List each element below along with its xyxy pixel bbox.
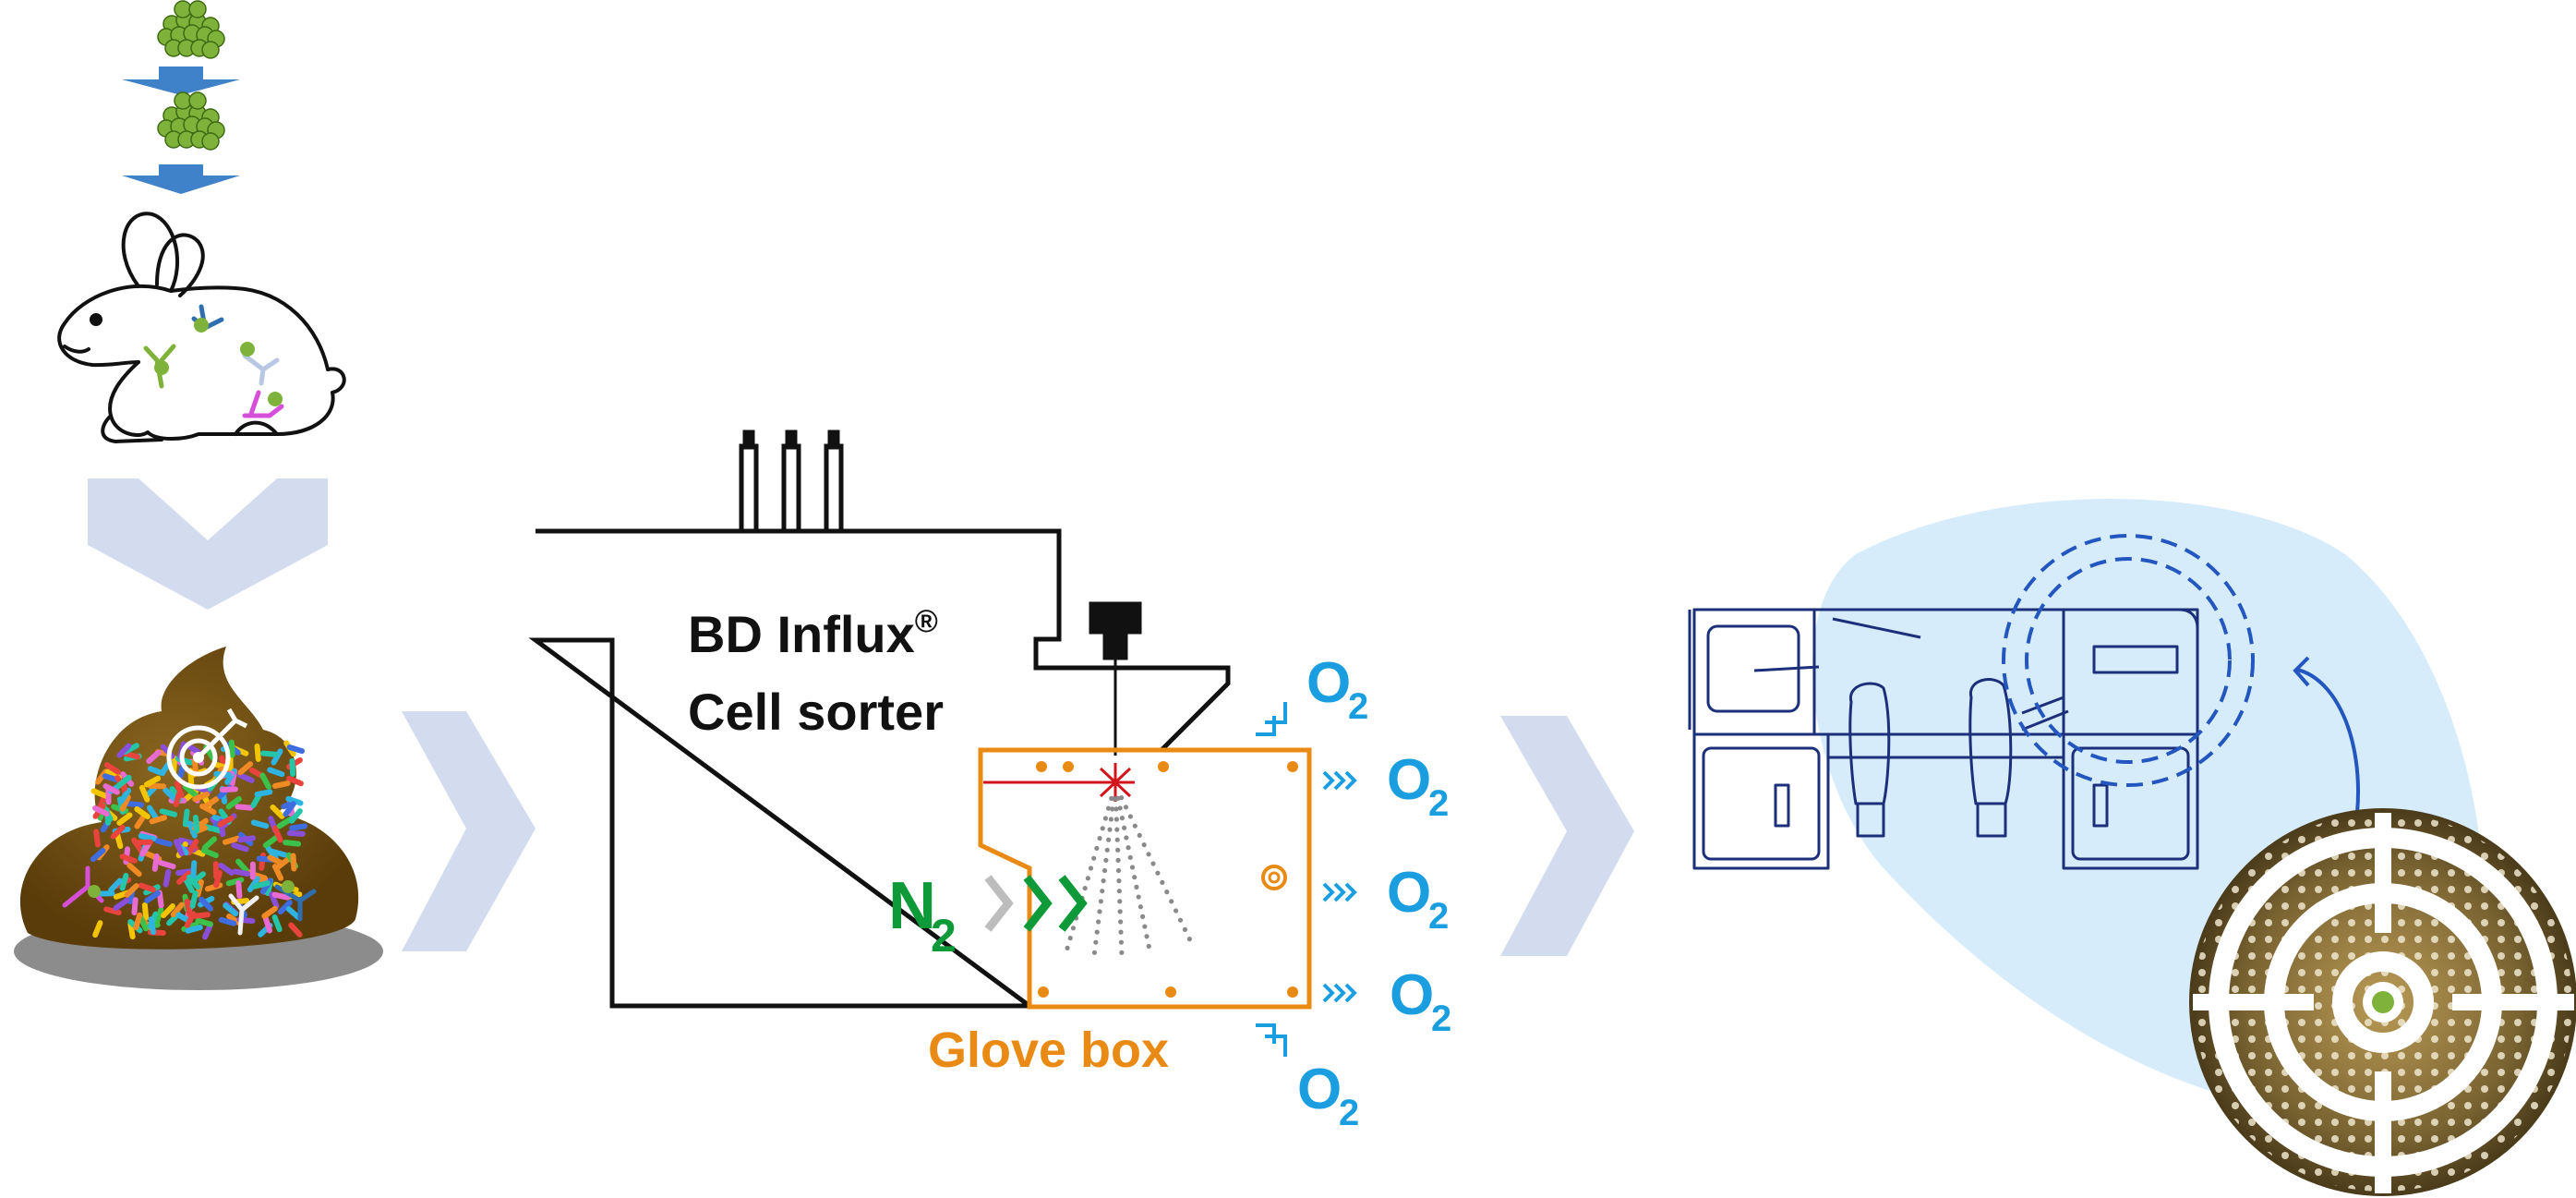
crosshair-plate-icon — [2189, 808, 2576, 1196]
flow-chevron-icon — [1500, 716, 1634, 956]
particle-cluster-icon — [157, 91, 225, 151]
feces-icon — [14, 647, 383, 990]
anaerobic-chamber-icon — [1688, 608, 2199, 870]
oxygen-subscript: 2 — [1339, 1093, 1359, 1133]
oxygen-subscript: 2 — [1428, 783, 1449, 824]
oxygen-outflow — [1256, 702, 1357, 1057]
antibody-icon — [143, 304, 284, 418]
particle-cluster-icon — [157, 0, 225, 59]
flow-chevron-icon — [402, 711, 536, 951]
focus-circle — [2002, 534, 2255, 787]
sorter-name-line2: Cell sorter — [688, 683, 944, 741]
oxygen-subscript: 2 — [1431, 998, 1451, 1039]
nitrogen-inflow: N 2 — [888, 869, 1088, 962]
oxygen-symbol: O — [1387, 861, 1431, 925]
focus-circle — [2025, 557, 2232, 764]
oxygen-symbol: O — [1387, 748, 1431, 812]
oxygen-symbol: O — [1306, 651, 1351, 715]
oxygen-subscript: 2 — [1348, 686, 1368, 727]
curved-arrow-icon — [2293, 656, 2360, 814]
nitrogen-symbol: N — [888, 869, 936, 943]
cell-sorter-icon — [528, 430, 1231, 1009]
nitrogen-subscript: 2 — [931, 910, 957, 962]
target-icon — [166, 708, 248, 790]
oxygen-symbol: O — [1297, 1058, 1342, 1121]
oxygen-labels: O 2 O 2 O 2 O 2 O 2 — [1297, 651, 1451, 1133]
sorter-name-line1: BD Influx® — [688, 604, 938, 663]
oxygen-subscript: 2 — [1428, 896, 1449, 937]
down-arrow-icon — [122, 164, 240, 194]
glove-box-icon — [978, 747, 1312, 1010]
down-chevron-icon — [88, 478, 328, 610]
rabbit-icon — [57, 212, 346, 443]
glove-box-label: Glove box — [928, 1023, 1169, 1078]
down-arrow-icon — [122, 67, 240, 95]
oxygen-symbol: O — [1390, 963, 1434, 1027]
